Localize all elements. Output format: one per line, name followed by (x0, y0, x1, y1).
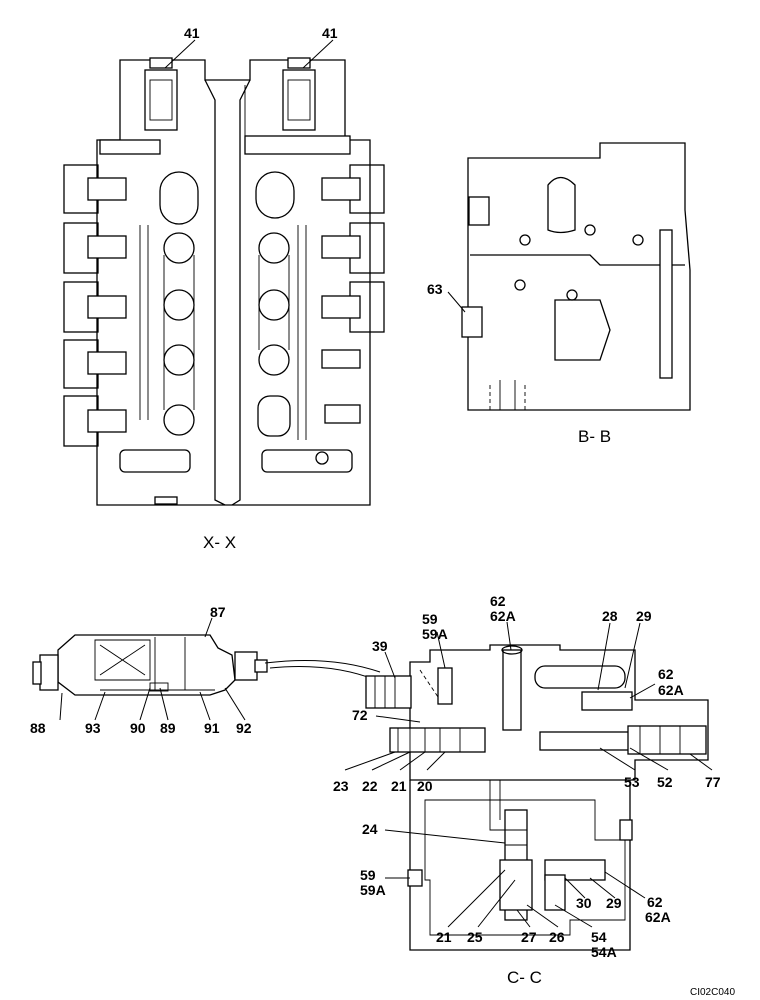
view-cc-drawing (365, 644, 709, 951)
part-label-52: 52 (657, 774, 673, 790)
part-label-29-lower: 29 (606, 895, 622, 911)
part-label-27: 27 (521, 929, 537, 945)
part-label-23: 23 (333, 778, 349, 794)
view-title-cc: C- C (507, 968, 542, 987)
part-label-63: 63 (427, 281, 443, 297)
part-label-93: 93 (85, 720, 101, 736)
part-label-54: 54 (591, 929, 607, 945)
part-label-59A-top: 59A (422, 626, 448, 642)
part-label-62-top: 62 (490, 593, 506, 609)
part-label-90: 90 (130, 720, 146, 736)
part-label-62A-right: 62A (658, 682, 684, 698)
part-label-26: 26 (549, 929, 565, 945)
part-label-29-top: 29 (636, 608, 652, 624)
part-label-59-left: 59 (360, 867, 376, 883)
part-label-25: 25 (467, 929, 483, 945)
part-label-62A-top: 62A (490, 608, 516, 624)
part-label-24: 24 (362, 821, 378, 837)
part-label-88: 88 (30, 720, 46, 736)
view-bb-drawing (461, 142, 691, 411)
figure-code: CI02C040 (690, 987, 735, 998)
part-label-21-lower: 21 (436, 929, 452, 945)
part-label-72: 72 (352, 707, 368, 723)
part-label-53: 53 (624, 774, 640, 790)
part-label-59A-left: 59A (360, 882, 386, 898)
part-label-20: 20 (417, 778, 433, 794)
part-label-41-right: 41 (322, 25, 338, 41)
part-label-62A-lower: 62A (645, 909, 671, 925)
part-label-89: 89 (160, 720, 176, 736)
view-title-xx: X- X (203, 533, 236, 552)
part-label-21-upper: 21 (391, 778, 407, 794)
part-label-39: 39 (372, 638, 388, 654)
part-label-91: 91 (204, 720, 220, 736)
part-label-77: 77 (705, 774, 721, 790)
view-title-bb: B- B (578, 427, 611, 446)
part-label-30: 30 (576, 895, 592, 911)
part-label-62-lower: 62 (647, 894, 663, 910)
part-label-54A: 54A (591, 944, 617, 960)
part-label-22: 22 (362, 778, 378, 794)
part-label-28: 28 (602, 608, 618, 624)
view-xx-drawing (63, 57, 385, 506)
part-label-87: 87 (210, 604, 226, 620)
part-label-41-left: 41 (184, 25, 200, 41)
part-label-92: 92 (236, 720, 252, 736)
part-label-59-top: 59 (422, 611, 438, 627)
part-label-62-right: 62 (658, 666, 674, 682)
relief-valve-detail-drawing (32, 634, 268, 696)
